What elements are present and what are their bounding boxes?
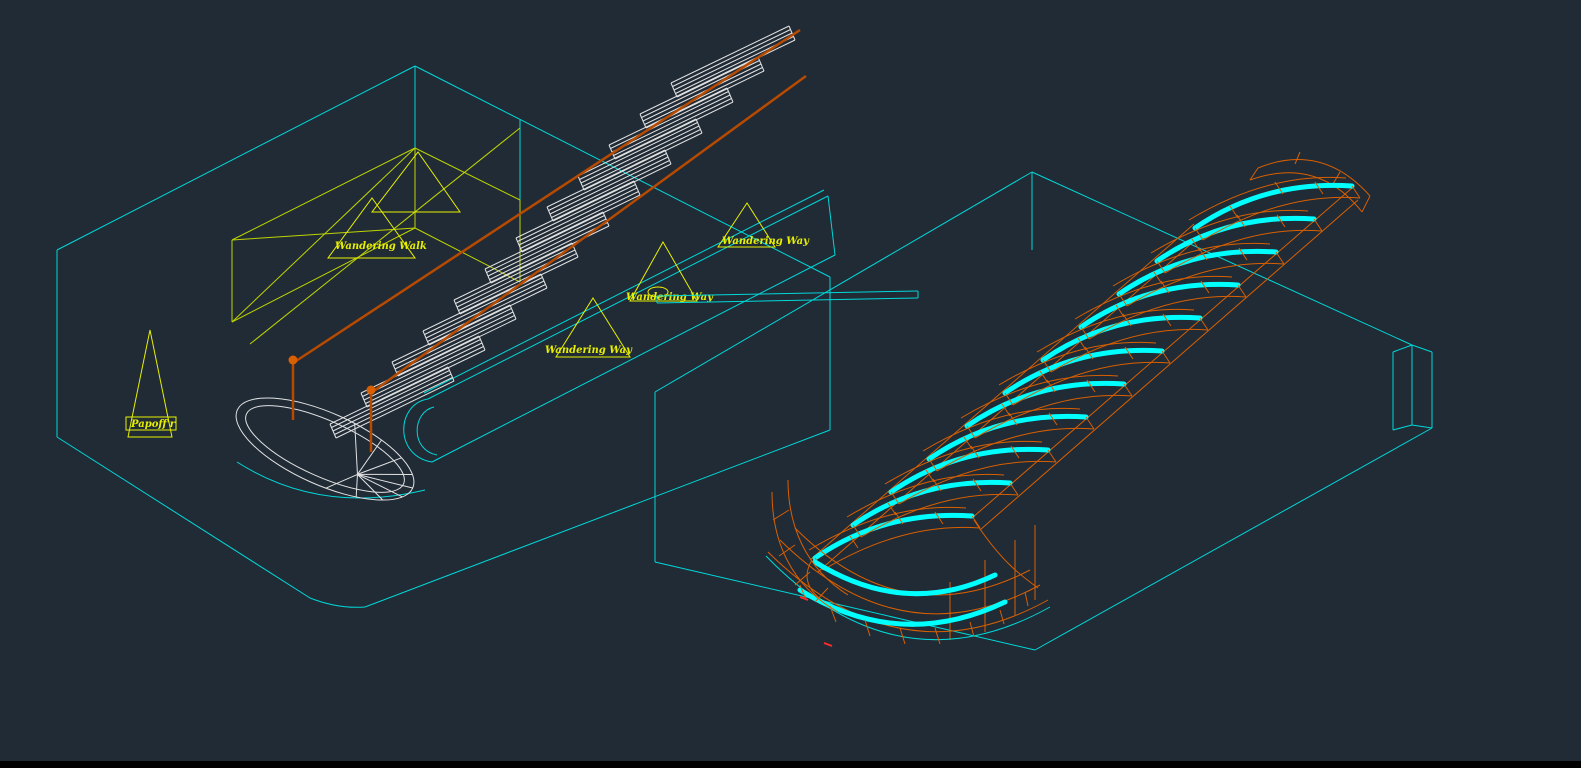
bottom-black-bar — [0, 761, 1581, 768]
left-stair-model[interactable]: Wandering Walk Wandering Way Wandering W… — [56, 25, 836, 608]
handrail-wireframe[interactable] — [288, 28, 807, 452]
annotation-label-2[interactable]: Wandering Way — [545, 345, 633, 356]
newel-ball-2 — [366, 385, 376, 395]
top-landing-curve[interactable] — [1249, 151, 1371, 213]
annotation-label-5[interactable]: Papoff'r — [130, 419, 176, 430]
platform-box-wireframe[interactable] — [231, 127, 521, 345]
annotation-label-3[interactable]: Wandering Way — [626, 292, 714, 303]
curved-stringer-wireframe[interactable] — [806, 187, 1359, 640]
red-marker-ticks[interactable] — [799, 596, 833, 647]
bottom-curved-steps[interactable] — [765, 527, 1051, 645]
annotation-label-1[interactable]: Wandering Walk — [335, 241, 427, 252]
annotation-labels[interactable]: Wandering Walk Wandering Way Wandering W… — [130, 236, 810, 430]
curved-stair-treads[interactable] — [809, 177, 1360, 570]
annotation-triangle-4 — [629, 240, 698, 302]
annotation-triangle-1 — [327, 197, 416, 259]
annotation-label-box — [125, 416, 177, 431]
annotation-triangle-small — [127, 329, 173, 438]
right-stair-model[interactable] — [654, 151, 1433, 651]
landing-spoke-fan — [325, 423, 413, 501]
annotation-label-4[interactable]: Wandering Way — [722, 236, 810, 247]
floor-slab-wireframe[interactable] — [236, 189, 836, 499]
annotation-triangle-2 — [370, 151, 461, 213]
curved-drum-wall[interactable] — [771, 479, 849, 613]
annotation-ellipse — [647, 286, 669, 298]
annotation-triangle-5 — [717, 202, 776, 248]
right-room-box-wireframe[interactable] — [654, 171, 1433, 651]
newel-ball-1 — [288, 355, 298, 365]
annotation-triangles[interactable] — [125, 151, 776, 438]
annotation-triangle-3 — [555, 297, 631, 358]
oval-landing-wireframe[interactable] — [223, 377, 428, 521]
straight-stair-treads[interactable] — [329, 25, 796, 439]
